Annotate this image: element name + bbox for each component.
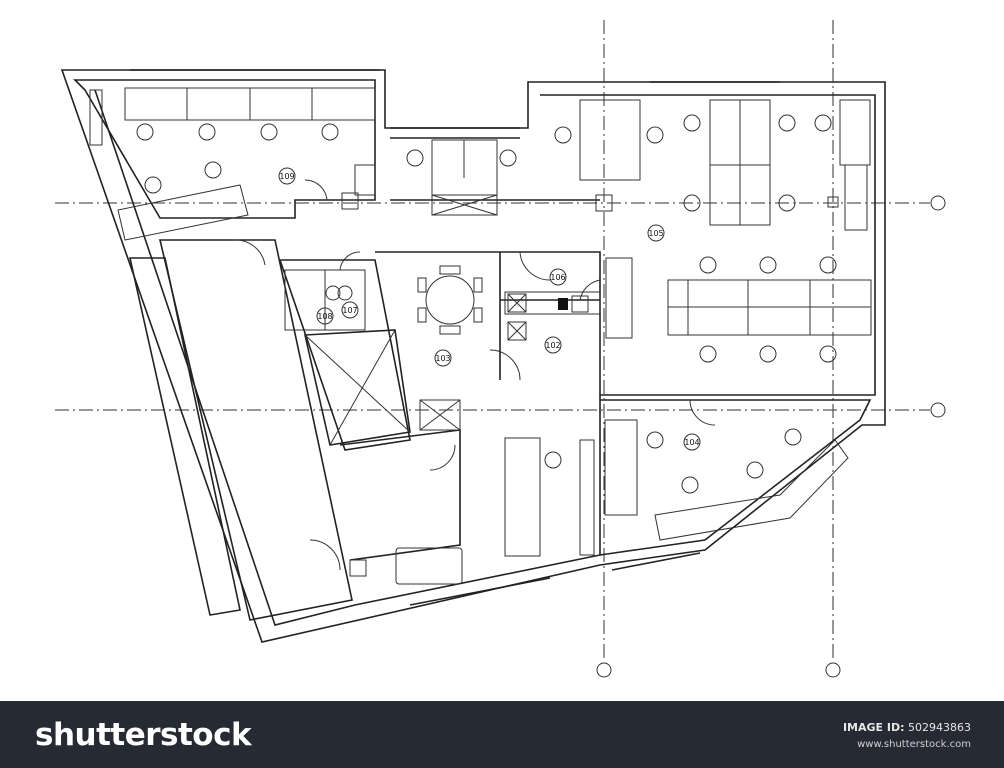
room-label-104: 104 <box>683 433 701 451</box>
axis-marker <box>825 662 841 678</box>
watermark-footer: shutterstock IMAGE ID: 502943863 www.shu… <box>0 701 1004 768</box>
svg-text:105: 105 <box>648 229 663 238</box>
desk-row-109 <box>89 87 376 241</box>
website-link: www.shutterstock.com <box>857 739 971 750</box>
image-id: IMAGE ID: 502943863 <box>842 721 971 734</box>
workstation-block <box>667 256 872 363</box>
room-label-105: 105 <box>647 224 665 242</box>
svg-text:109: 109 <box>279 172 294 181</box>
axis-marker <box>596 662 612 678</box>
svg-text:107: 107 <box>342 306 357 315</box>
room-label-106: 106 <box>549 268 567 286</box>
reception <box>395 419 849 585</box>
room-label-103: 103 <box>434 349 452 367</box>
desk-cluster-105 <box>554 99 871 231</box>
room-label-108: 108 <box>316 307 334 325</box>
axis-marker <box>930 402 946 418</box>
furniture <box>89 87 872 585</box>
svg-text:102: 102 <box>545 341 560 350</box>
svg-text:103: 103 <box>435 354 450 363</box>
desk-cluster-middle <box>406 139 517 216</box>
room-label-109: 109 <box>278 167 296 185</box>
room-label-102: 102 <box>544 336 562 354</box>
meeting-table <box>417 265 483 335</box>
doors <box>232 179 716 571</box>
floor-plan: 109 105 106 108 107 103 102 104 <box>55 20 946 678</box>
svg-text:106: 106 <box>550 273 565 282</box>
kitchen <box>419 257 633 431</box>
brand-logo: shutterstock <box>35 717 252 753</box>
room-label-107: 107 <box>341 301 359 319</box>
svg-text:108: 108 <box>317 312 332 321</box>
washrooms <box>284 269 366 331</box>
walls <box>60 69 886 643</box>
svg-text:104: 104 <box>684 438 699 447</box>
room-labels: 109 105 106 108 107 103 102 104 <box>278 167 701 451</box>
axis-marker <box>930 195 946 211</box>
